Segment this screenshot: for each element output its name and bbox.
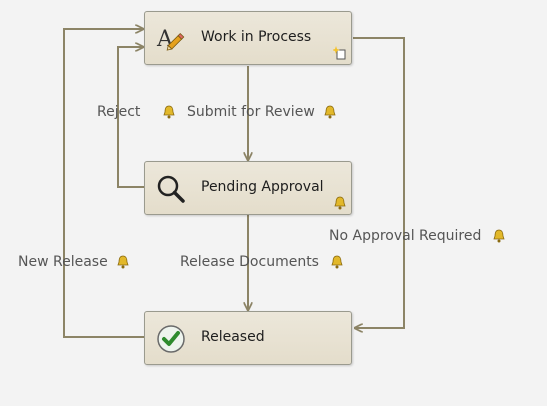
- transition-submit-for-review[interactable]: Submit for Review: [187, 104, 337, 120]
- transition-label: Reject: [97, 104, 141, 120]
- state-work-in-process[interactable]: A Work in Process: [144, 11, 352, 65]
- transition-release-documents[interactable]: Release Documents: [180, 254, 344, 270]
- bell-icon[interactable]: [323, 105, 337, 119]
- checkmark-icon: [157, 325, 185, 353]
- state-label: Released: [201, 329, 265, 345]
- state-pending-approval[interactable]: Pending Approval: [144, 161, 352, 215]
- transition-label: No Approval Required: [329, 228, 482, 244]
- new-item-icon[interactable]: [333, 46, 347, 60]
- bell-icon[interactable]: [330, 255, 344, 269]
- state-released[interactable]: Released: [144, 311, 352, 365]
- reject-wire: [117, 47, 144, 188]
- state-label: Work in Process: [201, 29, 312, 45]
- edit-text-icon: A: [156, 27, 185, 52]
- transition-label: New Release: [18, 254, 108, 270]
- transition-no-approval-required[interactable]: No Approval Required: [329, 228, 506, 244]
- state-label: Pending Approval: [201, 179, 324, 195]
- transition-reject[interactable]: Reject: [97, 104, 176, 120]
- magnifier-icon: [157, 175, 185, 203]
- new-release-wire: [63, 29, 144, 338]
- transition-label: Submit for Review: [187, 104, 315, 120]
- transition-label: Release Documents: [180, 254, 319, 270]
- bell-icon[interactable]: [333, 196, 347, 210]
- transition-new-release[interactable]: New Release: [18, 254, 130, 270]
- bell-icon[interactable]: [116, 255, 130, 269]
- bell-icon[interactable]: [492, 229, 506, 243]
- bell-icon[interactable]: [162, 105, 176, 119]
- no-approval-wire: [353, 37, 405, 328]
